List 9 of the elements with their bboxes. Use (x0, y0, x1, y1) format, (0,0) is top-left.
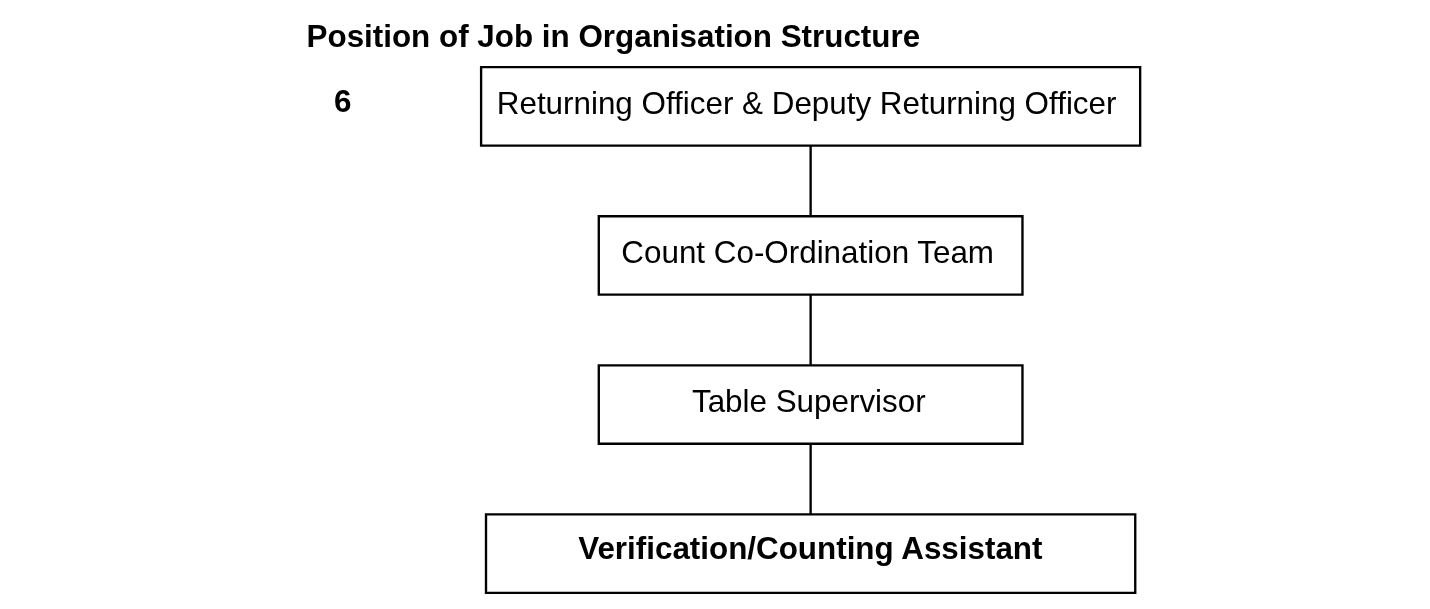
diagram-title: Position of Job in Organisation Structure (306, 19, 920, 55)
connector (808, 145, 812, 216)
connector (808, 294, 812, 365)
label: 6 (333, 83, 351, 119)
node-box: Verification/Counting Assistant (484, 513, 1136, 594)
node-box: Count Co-Ordination Team (597, 215, 1024, 296)
node-box: Table Supervisor (597, 364, 1024, 445)
node-box: Returning Officer & Deputy Returning Officer (479, 66, 1141, 147)
connector (808, 443, 812, 514)
